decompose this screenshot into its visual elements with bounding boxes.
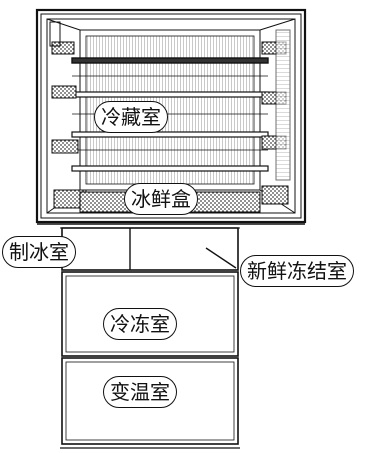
label-freezer: 冷冻室 xyxy=(103,308,177,340)
right-door-bins xyxy=(261,29,291,205)
fresh-freeze-leader xyxy=(205,247,237,269)
label-crisper: 冰鲜盒 xyxy=(124,183,198,215)
label-fresh-freeze: 新鲜冻结室 xyxy=(240,255,354,287)
ice-fresh-row xyxy=(61,227,239,271)
label-ice-maker: 制冰室 xyxy=(2,236,76,268)
freezer-drawer xyxy=(61,271,239,357)
left-door-bins xyxy=(49,21,87,209)
variable-temp-drawer xyxy=(60,357,240,449)
fridge-shelves xyxy=(71,57,269,172)
label-variable-temp: 变温室 xyxy=(103,376,177,408)
label-fridge: 冷藏室 xyxy=(94,101,168,133)
